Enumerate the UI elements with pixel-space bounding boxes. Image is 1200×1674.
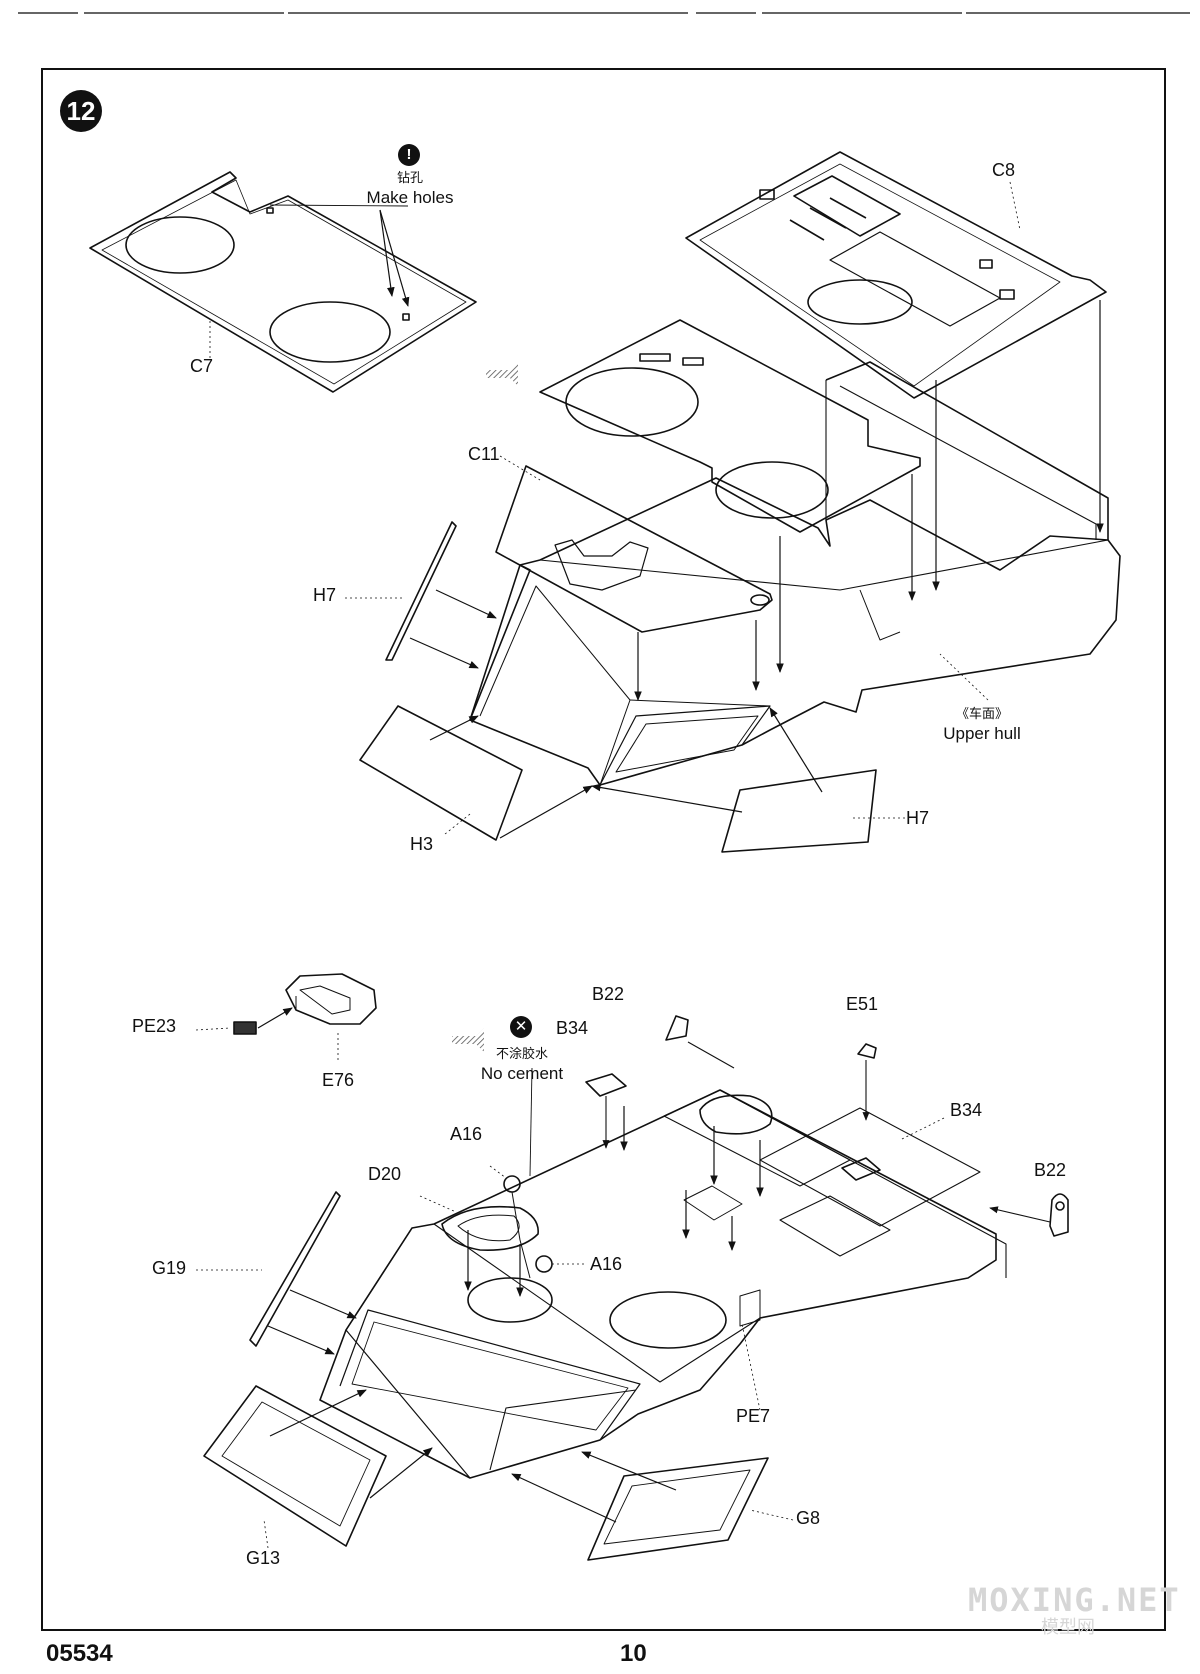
make-holes-note: Make holes [366,188,454,207]
label-g13: G13 [246,1548,281,1568]
part-h3-plate [359,705,523,841]
watermark: MOXING.NET 模型网 [968,1581,1181,1637]
part-g8-plate [587,1457,769,1561]
upper-hull-label: Upper hull [943,724,1021,743]
label-g19: G19 [152,1258,187,1278]
part-e51 [857,1043,877,1121]
part-c11-panel [539,319,921,533]
footer-page-number: 10 [620,1640,647,1667]
label-pe7: PE7 [736,1406,771,1426]
no-cement-note: No cement [480,1064,564,1083]
label-b34-top: B34 [556,1018,589,1038]
part-d20-cupola [441,1205,539,1251]
part-pe23 [233,1007,293,1035]
top-rule-line [18,12,1190,14]
label-c8: C8 [992,160,1016,180]
part-b22-top [665,1015,735,1069]
label-e76: E76 [322,1070,355,1090]
part-b22-right [989,1193,1069,1237]
label-d20: D20 [368,1164,402,1184]
leader-lines-top [209,181,1021,835]
label-a16-top: A16 [450,1124,483,1144]
label-h7-right: H7 [906,808,930,828]
label-c11: C11 [468,444,500,464]
part-upper-hull [469,361,1121,786]
footer-product-code: 05534 [46,1640,113,1667]
leader-lines-bottom [195,1027,945,1549]
part-e76 [285,973,377,1025]
direction-hatch-bottom [452,1028,484,1052]
label-b34-right: B34 [950,1100,983,1120]
part-c11-front-plate [495,465,773,633]
label-e51: E51 [846,994,879,1014]
part-c7-plate [89,171,477,393]
label-b22-top: B22 [592,984,625,1004]
label-a16-right: A16 [590,1254,623,1274]
upper-hull-label-cn: 《车面》 [955,706,1009,721]
direction-hatch-top [486,362,518,386]
part-h7-left [385,521,457,661]
label-b22-right: B22 [1034,1160,1067,1180]
label-h7-left: H7 [313,585,337,605]
part-pe7 [739,1289,761,1327]
make-holes-note-cn: 钻孔 [396,170,424,185]
watermark-sub: 模型网 [1041,1617,1095,1637]
part-c8-engine-deck [685,151,1107,399]
step-number-badge: 12 [60,90,102,132]
watermark-main: MOXING.NET [968,1581,1181,1619]
part-b34-top [585,1073,627,1149]
part-hull-assembly-bottom [319,1089,1007,1479]
part-g19-plate [249,1191,341,1347]
label-pe23: PE23 [132,1016,177,1036]
assembly-arrows-top [269,204,1104,839]
instruction-frame [41,68,1166,1631]
assembly-arrows-bottom [267,1067,764,1523]
drill-icon: ! [398,144,420,166]
part-g13-plate [203,1385,387,1547]
no-cement-note-cn: 不涂胶水 [495,1046,549,1061]
label-h3: H3 [410,834,434,854]
label-g8: G8 [796,1508,821,1528]
part-h7-right [721,769,877,853]
part-a16-pair [503,1175,553,1279]
no-cement-icon: ✕ [510,1016,532,1038]
label-c7: C7 [190,356,214,376]
